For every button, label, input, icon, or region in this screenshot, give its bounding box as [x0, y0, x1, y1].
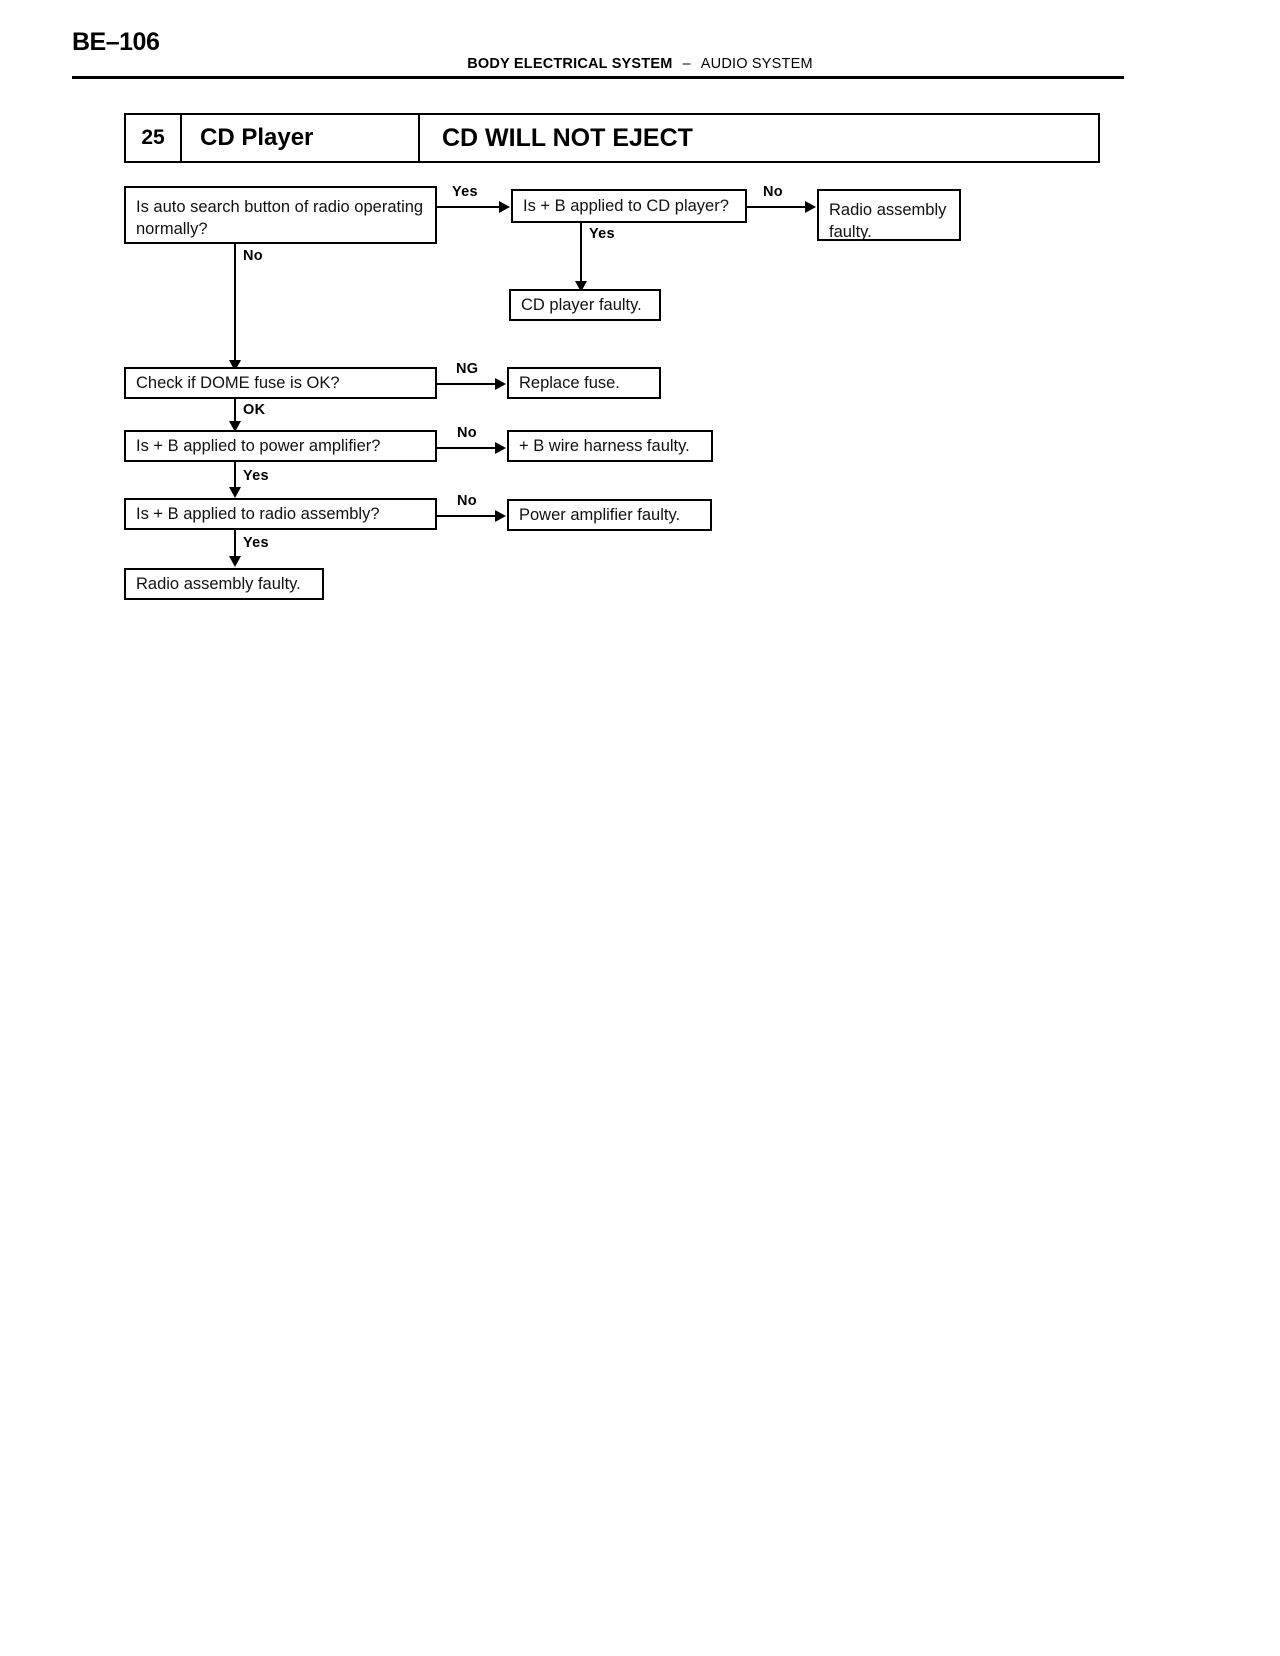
- edge-arrow-n7-n8: [495, 442, 506, 454]
- edge-label-yes-2: Yes: [589, 226, 615, 242]
- edge-label-yes-4: Yes: [243, 535, 269, 551]
- chart-component: CD Player: [182, 115, 420, 161]
- edge-line-n9-n10: [437, 515, 497, 517]
- edge-label-ok-1: OK: [243, 402, 266, 418]
- flow-node-wire-harness-faulty: + B wire harness faulty.: [507, 430, 713, 462]
- header-divider: [72, 76, 1124, 79]
- running-header: BODY ELECTRICAL SYSTEM–AUDIO SYSTEM: [0, 56, 1280, 72]
- flow-node-cd-player-faulty: CD player faulty.: [509, 289, 661, 321]
- flow-node-dome-fuse-question: Check if DOME fuse is OK?: [124, 367, 437, 399]
- running-header-section: AUDIO SYSTEM: [700, 56, 813, 72]
- edge-arrow-n2-n3: [805, 201, 816, 213]
- edge-label-no-3: No: [457, 425, 477, 441]
- edge-line-n5-n7: [234, 399, 236, 425]
- running-header-dash: –: [682, 56, 691, 72]
- edge-arrow-n5-n7: [229, 421, 241, 432]
- edge-label-yes-1: Yes: [452, 184, 478, 200]
- edge-line-n9-n11: [234, 530, 236, 558]
- edge-line-n2-n4: [580, 223, 582, 283]
- flow-node-power-amplifier-question: Is + B applied to power amplifier?: [124, 430, 437, 462]
- edge-arrow-n7-n9: [229, 487, 241, 498]
- running-header-system: BODY ELECTRICAL SYSTEM: [467, 56, 673, 72]
- edge-label-yes-3: Yes: [243, 468, 269, 484]
- edge-arrow-n5-n6: [495, 378, 506, 390]
- edge-label-no-4: No: [457, 493, 477, 509]
- edge-label-no-1: No: [763, 184, 783, 200]
- flow-node-radio-assembly-faulty-bottom: Radio assembly faulty.: [124, 568, 324, 600]
- edge-arrow-n1-n2: [499, 201, 510, 213]
- edge-line-n7-n8: [437, 447, 497, 449]
- flow-node-radio-assembly-question: Is + B applied to radio assembly?: [124, 498, 437, 530]
- page-number: BE–106: [72, 28, 160, 56]
- chart-symptom: CD WILL NOT EJECT: [442, 123, 693, 152]
- edge-arrow-n9-n10: [495, 510, 506, 522]
- chart-number: 25: [126, 115, 182, 161]
- flow-node-power-amplifier-faulty: Power amplifier faulty.: [507, 499, 712, 531]
- edge-arrow-n9-n11: [229, 556, 241, 567]
- flow-node-auto-search-question: Is auto search button of radio operating…: [124, 186, 437, 244]
- edge-label-ng-1: NG: [456, 361, 479, 377]
- edge-arrow-n2-n4: [575, 281, 587, 292]
- flow-node-radio-assembly-faulty-top: Radio assembly faulty.: [817, 189, 961, 241]
- edge-line-n2-n3: [747, 206, 807, 208]
- edge-line-n1-n5: [234, 244, 236, 364]
- edge-line-n1-n2: [437, 206, 501, 208]
- chart-title-bar: 25 CD Player CD WILL NOT EJECT: [124, 113, 1100, 163]
- flow-node-replace-fuse: Replace fuse.: [507, 367, 661, 399]
- edge-arrow-n1-n5: [229, 360, 241, 371]
- edge-line-n7-n9: [234, 462, 236, 490]
- edge-label-no-2: No: [243, 248, 263, 264]
- edge-line-n5-n6: [437, 383, 497, 385]
- flow-node-cdplayer-power-question: Is + B applied to CD player?: [511, 189, 747, 223]
